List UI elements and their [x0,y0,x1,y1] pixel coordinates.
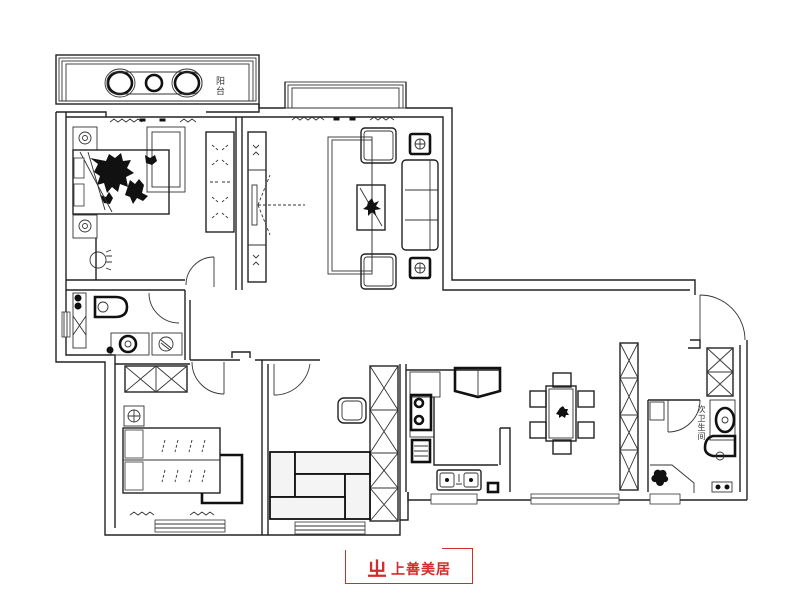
master-bath [61,289,191,360]
logo-corner-left [345,550,356,554]
balcony-label: 阳台 [214,76,224,96]
dining [529,372,595,455]
bedroom-2 [122,365,244,533]
guest-bath-label: 次卫生间 [697,405,706,441]
storage-column [619,342,639,491]
logo-mark-icon: ㄓ [367,556,387,581]
corridor-walls [115,351,407,535]
outer-walls [55,82,748,536]
entry-door [688,294,746,349]
tv-cabinet [247,131,305,283]
brand-logo: ㄓ 上善美居 [345,548,473,584]
balcony [55,54,260,105]
study [269,363,399,535]
master-bedroom [66,116,249,290]
living-window [284,81,407,121]
guest-bath [647,347,737,505]
living-room [327,127,439,290]
logo-corner-right [442,548,473,555]
kitchen [406,366,620,505]
logo-text: 上善美居 [391,561,451,578]
